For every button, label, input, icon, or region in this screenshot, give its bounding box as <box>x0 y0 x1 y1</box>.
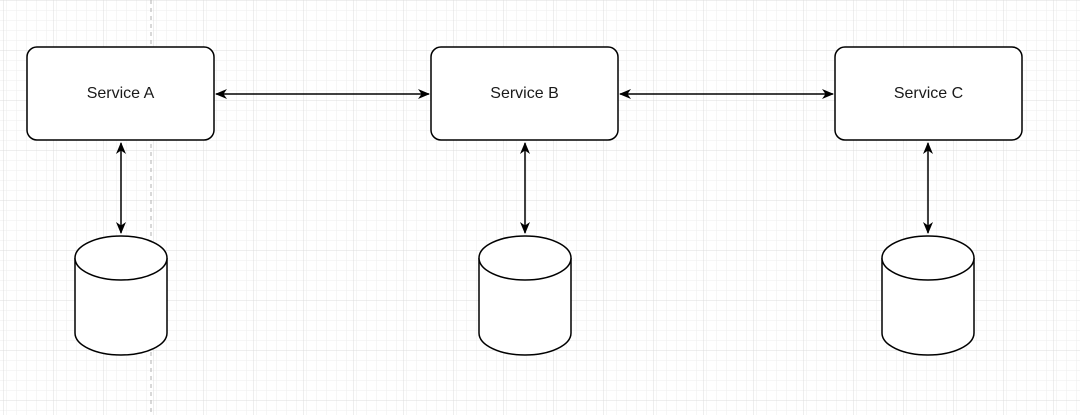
service-a-label: Service A <box>87 85 155 102</box>
service-c-node[interactable]: Service C <box>834 46 1023 141</box>
service-b-box[interactable] <box>430 46 619 141</box>
service-a-node[interactable]: Service A <box>26 46 215 141</box>
database-a-cylinder[interactable] <box>74 235 168 356</box>
service-c-label: Service C <box>894 85 963 102</box>
database-c-body[interactable] <box>881 258 975 356</box>
service-b-node[interactable]: Service B <box>430 46 619 141</box>
service-c-box[interactable] <box>834 46 1023 141</box>
database-b-top[interactable] <box>478 235 572 281</box>
database-b-body[interactable] <box>478 258 572 356</box>
database-a-top[interactable] <box>74 235 168 281</box>
database-c-cylinder[interactable] <box>881 235 975 356</box>
database-c-top[interactable] <box>881 235 975 281</box>
database-b-cylinder[interactable] <box>478 235 572 356</box>
database-a-body[interactable] <box>74 258 168 356</box>
service-b-label: Service B <box>490 85 558 102</box>
service-a-box[interactable] <box>26 46 215 141</box>
